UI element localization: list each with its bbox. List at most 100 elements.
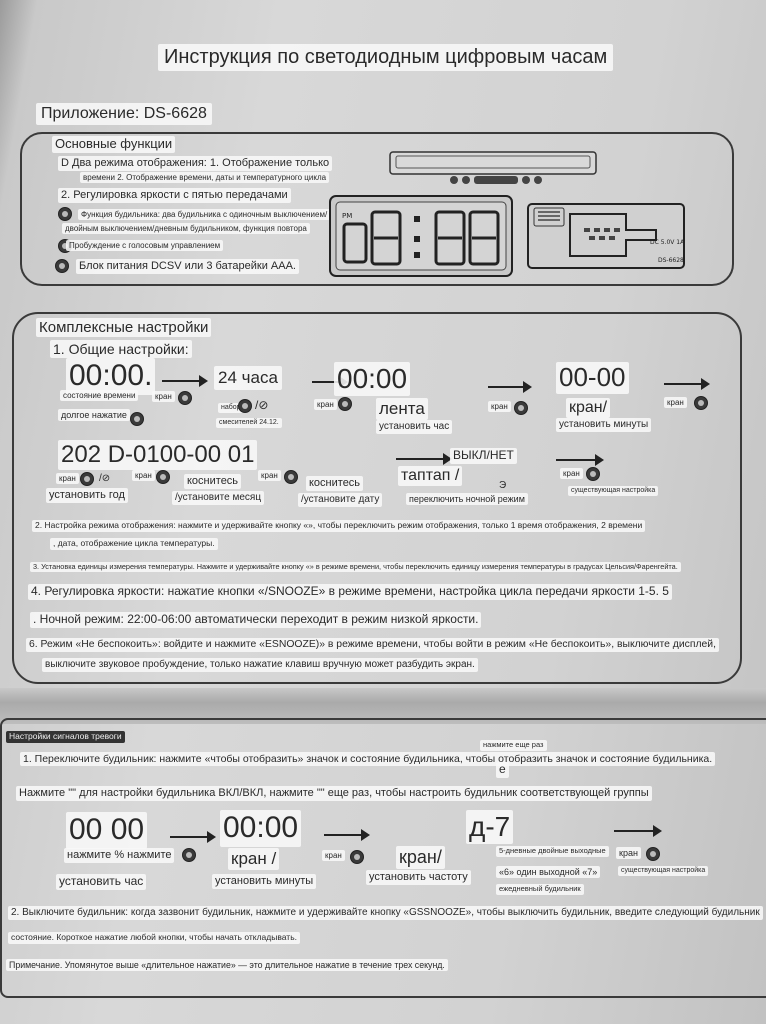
note-5: . Ночной режим: 22:00-06:00 автоматическ… [30, 612, 482, 628]
arrow-icon [556, 454, 604, 466]
e-character: Э [499, 480, 507, 491]
tap-label: кран [132, 470, 155, 482]
button-icon [586, 467, 600, 481]
note-6b: выключите звуковое пробуждение, только н… [42, 658, 478, 672]
basic-line5: Блок питания DCSV или 3 батарейки AAA. [76, 259, 299, 274]
day-range-display: д-7 [466, 810, 514, 845]
alarm-minute-display: 00:00 [220, 810, 302, 847]
arrow-icon [170, 831, 216, 843]
set-date-label: /установите дату [298, 493, 383, 507]
existing-setting-label: существующая настройка [618, 866, 709, 877]
basic-header: Основные функции [52, 136, 176, 153]
time-state-label: состояние времени [60, 390, 139, 402]
e-character: е [496, 762, 509, 778]
alarm-note-1b: Нажмите "" для настройки будильника ВКЛ/… [16, 786, 652, 801]
button-icon [514, 401, 528, 415]
note-4: 4. Регулировка яркости: нажатие кнопки «… [28, 584, 672, 600]
tap-label: кран [616, 847, 641, 860]
general-settings-label: 1. Общие настройки: [50, 340, 192, 359]
tap-slash-label: кран / [228, 848, 280, 870]
alarm-note-2b: состояние. Короткое нажатие любой кнопки… [8, 932, 300, 944]
note-3: 3. Установка единицы измерения температу… [30, 562, 681, 573]
button-icon [178, 391, 192, 405]
plus-minus-icon: /⊘ [99, 473, 111, 484]
tap-freq-label: кран/ [396, 846, 445, 869]
clock-front-display-illustration: PM [329, 195, 513, 277]
set-hour-label: установить час [376, 420, 453, 434]
button-icon [694, 396, 708, 410]
complex-header: Комплексные настройки [36, 318, 212, 338]
set-year-label: установить год [46, 488, 128, 503]
alarm-set-minutes-label: установить минуты [212, 874, 317, 889]
plus-minus-icon: /⊘ [255, 398, 269, 412]
tap-label: кран [258, 470, 281, 482]
clock-top-view-illustration [389, 151, 597, 184]
press-pct-label: нажмите % нажмите [64, 848, 175, 863]
basic-line1: D Два режима отображения: 1. Отображение… [58, 156, 333, 171]
model-label: Приложение: DS-6628 [36, 103, 212, 126]
note-6: 6. Режим «Не беспокоить»: войдите и нажм… [26, 638, 719, 652]
minute-display-value: 00-00 [556, 362, 629, 394]
alarm-note-1: 1. Переключите будильник: нажмите «чтобы… [20, 752, 716, 767]
set-minutes-label: установить минуты [556, 418, 652, 432]
set-frequency-label: установить частоту [366, 870, 471, 885]
arrow-icon [488, 381, 532, 393]
existing-setting-label: существующая настройка [568, 486, 659, 497]
date-display-value: 202 D-0100-00 01 [58, 440, 258, 470]
basic-line3: Функция будильника: два будильника с оди… [78, 209, 331, 221]
button-icon [338, 397, 352, 411]
button-icon [156, 470, 170, 484]
tap-label: кран [664, 397, 687, 409]
basic-line1b: времени 2. Отображение времени, даты и т… [80, 172, 330, 184]
tape-label: лента [376, 398, 428, 420]
basic-line3b: двойным выключением/дневным будильником,… [62, 223, 310, 235]
button-icon [80, 472, 94, 486]
touch-month-label: коснитесь [184, 474, 242, 489]
button-icon [58, 207, 72, 221]
arrow-icon [396, 453, 452, 465]
set-month-label: /установите месяц [172, 491, 265, 505]
basic-functions-box [20, 132, 734, 286]
tap-label: кран [314, 399, 337, 411]
tap-label: кран [152, 391, 175, 403]
tap-label: кран [322, 850, 345, 862]
tap-label: кран [560, 468, 583, 480]
arrow-icon [324, 829, 370, 841]
taptap-label: таптап / [398, 466, 463, 487]
clock-back-view-illustration: DC 5.0V 1A DS-6628 CE [527, 203, 686, 269]
basic-line2: 2. Регулировка яркости с пятью передачам… [58, 188, 291, 203]
time-display-value: 00:00. [66, 358, 156, 395]
alarm-settings-box [0, 718, 766, 998]
svg-text:PM: PM [342, 212, 352, 220]
press-again-label: нажмите еще раз [480, 740, 547, 751]
touch-date-label: коснитесь [306, 476, 364, 491]
one-weekend-option: «6» один выходной «7» [496, 866, 601, 879]
alarm-set-hour-label: установить час [56, 874, 147, 890]
button-icon [238, 399, 252, 413]
alarm-note-2: 2. Выключите будильник: когда зазвонит б… [8, 906, 763, 920]
daily-alarm-option: ежедневный будильник [496, 884, 584, 895]
long-press-label: долгое нажатие [58, 409, 130, 422]
alarm-header: Настройки сигналов тревоги [6, 731, 125, 743]
tap-slash-label: кран/ [566, 398, 611, 419]
note-2: 2. Настройка режима отображения: нажмите… [32, 520, 646, 532]
format-set-label: набор [218, 403, 244, 414]
alarm-hour-display: 00 00 [66, 812, 148, 849]
arrow-icon [162, 375, 208, 387]
footnote: Примечание. Упомянутое выше «длительное … [6, 959, 448, 972]
off-no-label: ВЫКЛ/НЕТ [450, 448, 517, 464]
svg-text:DS-6628 CE: DS-6628 CE [658, 257, 686, 264]
svg-text:DC 5.0V 1A: DC 5.0V 1A [650, 239, 685, 246]
format-24h-value: 24 часа [214, 366, 282, 390]
hour-display-value: 00:00 [334, 362, 411, 397]
weekdays-option: 5-дневные двойные выходные [496, 846, 609, 857]
button-icon [646, 847, 660, 861]
tap-label: кран [488, 401, 511, 413]
arrow-icon [614, 825, 662, 837]
button-icon [55, 259, 69, 273]
night-switch-label: переключить ночной режим [406, 493, 528, 506]
tap-label: кран [56, 473, 79, 485]
button-icon [350, 850, 364, 864]
basic-line4: Пробуждение с голосовым управлением [66, 240, 224, 252]
